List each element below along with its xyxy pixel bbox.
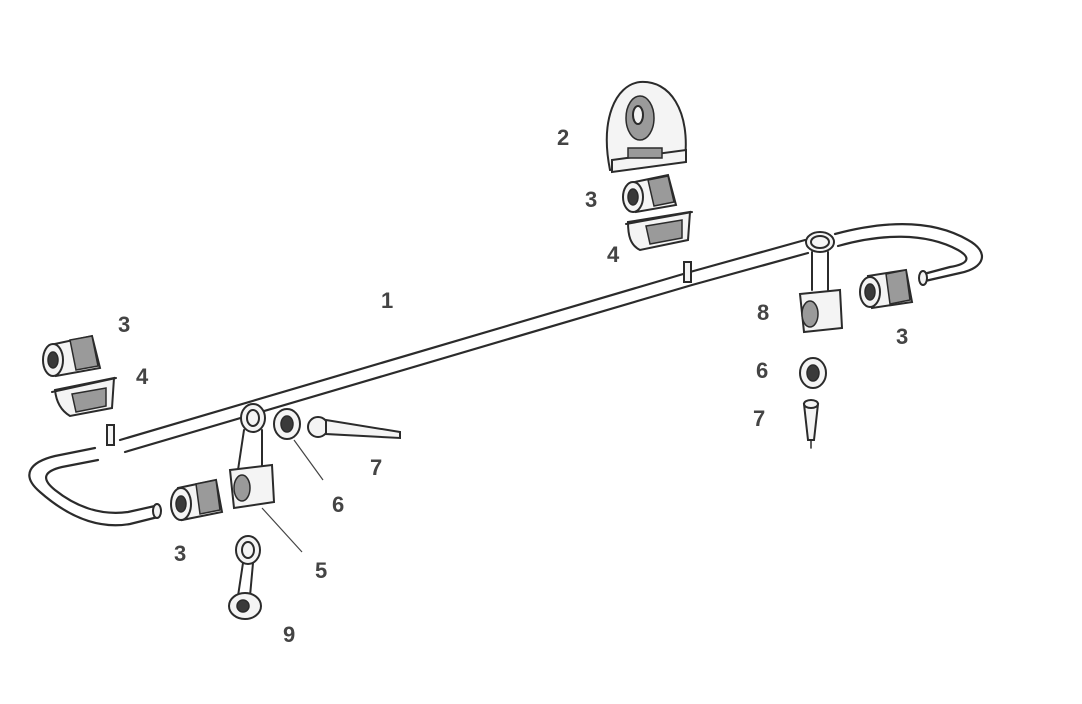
bushing-left-upper	[42, 334, 102, 378]
part-label-3-right: 3	[896, 324, 909, 349]
bar-stud-left	[106, 424, 115, 446]
drop-link-right	[798, 231, 844, 334]
part-label-1: 1	[381, 288, 394, 313]
part-label-3-lower: 3	[174, 541, 187, 566]
clamp-upper	[625, 210, 693, 252]
leader-lines	[261, 439, 324, 553]
part-label-2: 2	[557, 125, 570, 150]
link-pin-right	[802, 399, 820, 449]
rubber-bush-right	[799, 357, 827, 389]
bushing-left-lower	[170, 478, 224, 522]
part-label-9: 9	[283, 622, 296, 647]
link-pin-left	[307, 416, 401, 440]
part-label-3-left: 3	[118, 312, 131, 337]
bushing-upper	[622, 173, 678, 214]
part-label-6-left: 6	[332, 492, 345, 517]
part-label-8: 8	[757, 300, 770, 325]
bar-stud-right	[683, 261, 692, 283]
anti-roll-bar	[28, 223, 984, 527]
connecting-link	[228, 535, 262, 620]
part-label-3-upper: 3	[585, 187, 598, 212]
part-label-7-right: 7	[753, 406, 766, 431]
rubber-bush-left	[273, 408, 301, 440]
clamp-left	[51, 376, 117, 418]
part-label-7-left: 7	[370, 455, 383, 480]
part-label-4-upper: 4	[607, 242, 620, 267]
mounting-bracket	[605, 80, 687, 174]
part-label-5: 5	[315, 558, 328, 583]
part-label-6-right: 6	[756, 358, 769, 383]
bushing-right	[859, 268, 914, 310]
drop-link-left	[228, 403, 276, 510]
part-label-4-left: 4	[136, 364, 149, 389]
